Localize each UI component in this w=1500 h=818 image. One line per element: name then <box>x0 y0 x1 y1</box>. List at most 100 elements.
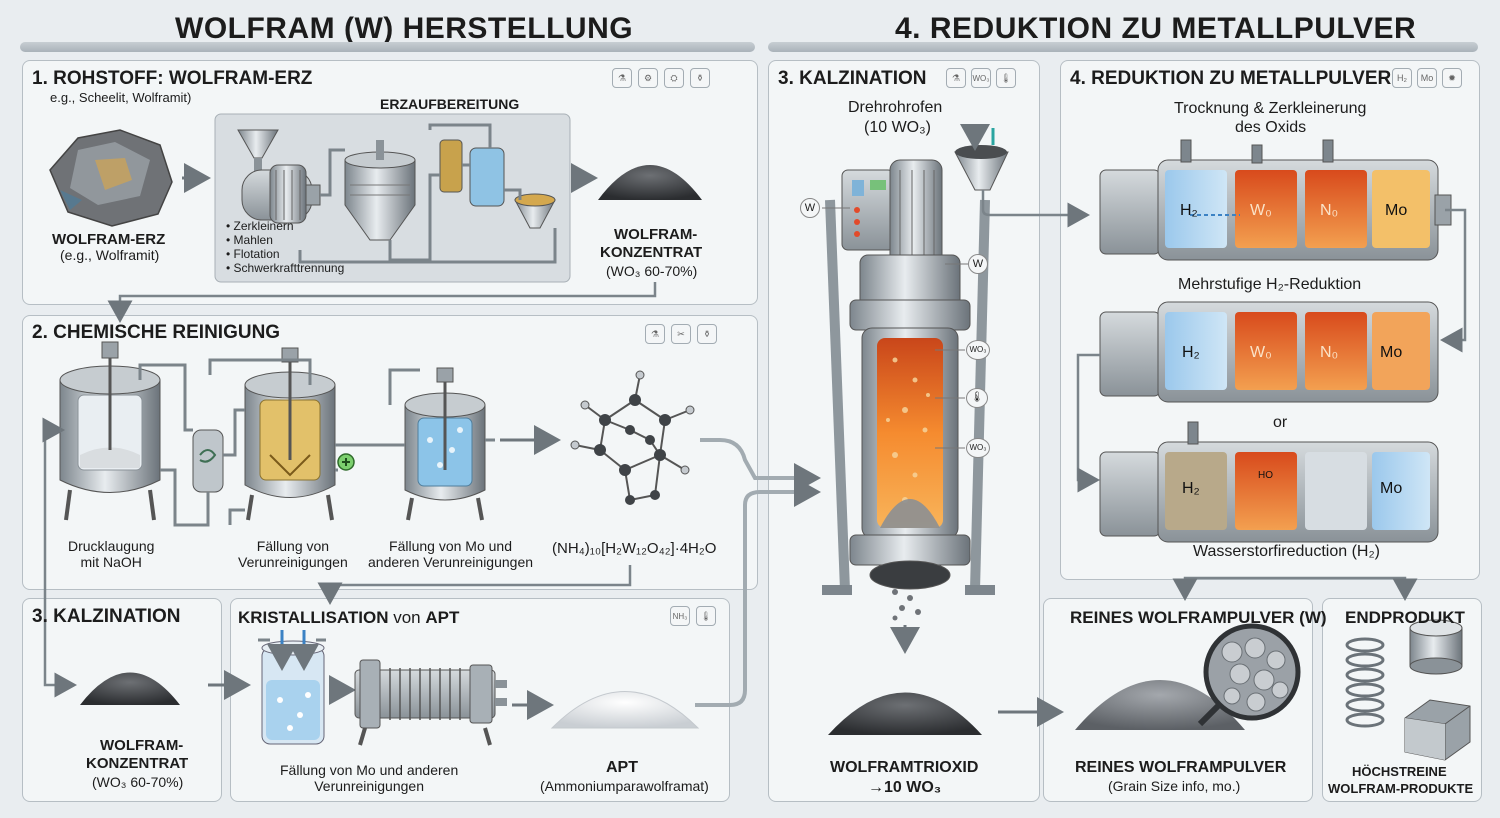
end-product-label-1: HÖCHSTREINE <box>1352 764 1447 779</box>
apt-formula: (NH₄)₁₀[H₂W₁₂O₄₂]·4H₂O <box>552 540 717 557</box>
section2-icons: ⚗ ✂ ⚱ <box>645 324 717 344</box>
calc-concentrate-label-1: WOLFRAM- <box>100 737 184 754</box>
furnace2-zone-n: N₀ <box>1320 344 1339 361</box>
kiln-marker-w1: W <box>800 198 820 218</box>
pure-powder-label: REINES WOLFRAMPULVER <box>1075 759 1287 776</box>
crystallisation-title-apt: APT <box>425 608 460 627</box>
reduction-icons: H₂ Mo ✹ <box>1392 68 1462 88</box>
ammonia-chip: NH₃ <box>670 606 690 626</box>
apt-label: APT <box>606 759 638 776</box>
thermometer-marker-icon: 🌡 <box>966 388 988 408</box>
filter-column <box>192 429 224 493</box>
furnace1-zone-h2: H₂ <box>1180 202 1198 219</box>
calc-concentrate-sublabel: (WO₃ 60-70%) <box>92 774 184 790</box>
furnace2-zone-h2: H₂ <box>1182 344 1200 361</box>
kiln-marker-wo3-1: WO₃ <box>966 340 990 360</box>
conveyor-icon: ⛭ <box>664 68 684 88</box>
crystallisation-icons: NH₃ 🌡 <box>670 606 716 626</box>
crystallisation-vessel <box>258 630 326 745</box>
concentrate-sublabel: (WO₃ 60-70%) <box>606 263 698 279</box>
flask-icon: ⚗ <box>612 68 632 88</box>
reactor2-caption: Fällung von Verunreinigungen <box>238 538 348 570</box>
bottle-icon: ⚱ <box>690 68 710 88</box>
calcination-concentrate-pile <box>80 672 180 705</box>
furnace-3 <box>1099 421 1439 543</box>
reactor3-caption: Fällung von Mo und anderen Verunreinigun… <box>368 538 534 570</box>
crystallisation-title-bold: KRISTALLISATION <box>238 608 389 627</box>
reduction-caption-top-2: des Oxids <box>1235 119 1307 136</box>
tungsten-block <box>1404 699 1471 761</box>
or-label: or <box>1273 414 1288 431</box>
wo3-product-label: WOLFRAMTRIOXID <box>830 759 979 776</box>
rotary-kiln <box>822 159 995 595</box>
furnace2-zone-w: W₀ <box>1250 344 1272 361</box>
flask-icon: ⚗ <box>645 324 665 344</box>
furnace-1 <box>1099 139 1452 261</box>
gear-icon: ⚙ <box>638 68 658 88</box>
reduction-caption-top-1: Trocknung & Zerkleinerung <box>1174 100 1367 117</box>
furnace3-zone-ho: HO <box>1258 470 1273 481</box>
flask-icon: ⚗ <box>946 68 966 88</box>
sun-icon: ✹ <box>1442 68 1462 88</box>
apt-sublabel: (Ammoniumparawolframat) <box>540 778 709 794</box>
reactor-naoh <box>59 341 161 521</box>
kiln-marker-w2: W <box>968 254 988 274</box>
section2-title: 2. CHEMISCHE REINIGUNG <box>32 322 281 343</box>
processing-title: ERZAUFBEREITUNG <box>380 96 520 112</box>
header-rule-left <box>20 42 755 52</box>
concentrate-pile <box>598 165 702 200</box>
bottle-icon: ⚱ <box>697 324 717 344</box>
mo-chip: Mo <box>1417 68 1437 88</box>
reduction-caption-mid: Mehrstufige H₂-Reduktion <box>1178 276 1362 293</box>
kiln-marker-wo3-2: WO₃ <box>966 438 990 458</box>
kiln-title: 3. KALZINATION <box>778 68 927 89</box>
furnace-2 <box>1099 301 1439 403</box>
end-product-label-2: WOLFRAM-PRODUKTE <box>1328 781 1474 796</box>
reactor1-caption: Drucklaugung mit NaOH <box>68 538 155 570</box>
concentrate-label-2: KONZENTRAT <box>600 244 703 261</box>
wo3-chip: WO₃ <box>971 68 991 88</box>
crystallisation-title-rest: von <box>388 608 426 627</box>
processing-steps: Zerkleinern Mahlen Flotation Schwerkraft… <box>226 219 345 275</box>
step-item: Flotation <box>226 247 344 261</box>
reactor-mo-removal <box>404 367 486 521</box>
kiln-caption-2: (10 WO₃) <box>864 119 931 136</box>
reactor-pipes <box>138 358 495 527</box>
falling-particles <box>892 589 921 621</box>
end-product-title: ENDPRODUKT <box>1345 608 1465 627</box>
furnace2-zone-mo: Mo <box>1380 344 1403 361</box>
reduction-title: 4. REDUKTION ZU METALLPULVER <box>1070 68 1392 89</box>
concentrate-label-1: WOLFRAM- <box>614 226 698 243</box>
apt-molecule <box>570 370 695 505</box>
step-item: Schwerkrafttrennung <box>226 261 345 275</box>
tungsten-cylinder <box>1409 619 1463 675</box>
kiln-feed-pipes <box>695 438 810 707</box>
powder-magnifier <box>1197 623 1301 727</box>
tungsten-coil <box>1345 637 1385 728</box>
furnace1-zone-mo: Mo <box>1385 202 1408 219</box>
calc-concentrate-label-2: KONZENTRAT <box>86 755 189 772</box>
kiln-icons: ⚗ WO₃ 🌡 <box>946 68 1016 88</box>
reactor-impurities <box>244 347 336 521</box>
header-rule-right <box>768 42 1478 52</box>
thermometer-icon: 🌡 <box>696 606 716 626</box>
filter-press <box>354 659 507 746</box>
feed-funnel <box>954 124 1090 228</box>
wo3-pile <box>828 692 982 735</box>
gravity-separator <box>439 139 556 229</box>
crystallisation-title: KRISTALLISATION von APT <box>238 608 459 628</box>
apt-pile <box>550 691 700 729</box>
reduction-caption-bottom: Wasserstorfireduction (H₂) <box>1193 543 1380 560</box>
ore-rock-image <box>49 129 173 227</box>
section3-title: 3. KALZINATION <box>32 606 181 627</box>
furnace3-zone-h2: H₂ <box>1182 480 1200 497</box>
crystallisation-caption: Fällung von Mo und anderen Verunreinigun… <box>280 762 459 794</box>
ore-sublabel: (e.g., Wolframit) <box>60 247 160 263</box>
ore-label: WOLFRAM-ERZ <box>52 231 166 248</box>
section1-subtitle: e.g., Scheelit, Wolframit) <box>50 90 192 105</box>
tools-icon: ✂ <box>671 324 691 344</box>
page-title-left: WOLFRAM (W) HERSTELLUNG <box>175 12 634 45</box>
wo3-product-sublabel: →10 WO₃ <box>868 779 942 796</box>
thermometer-icon: 🌡 <box>996 68 1016 88</box>
